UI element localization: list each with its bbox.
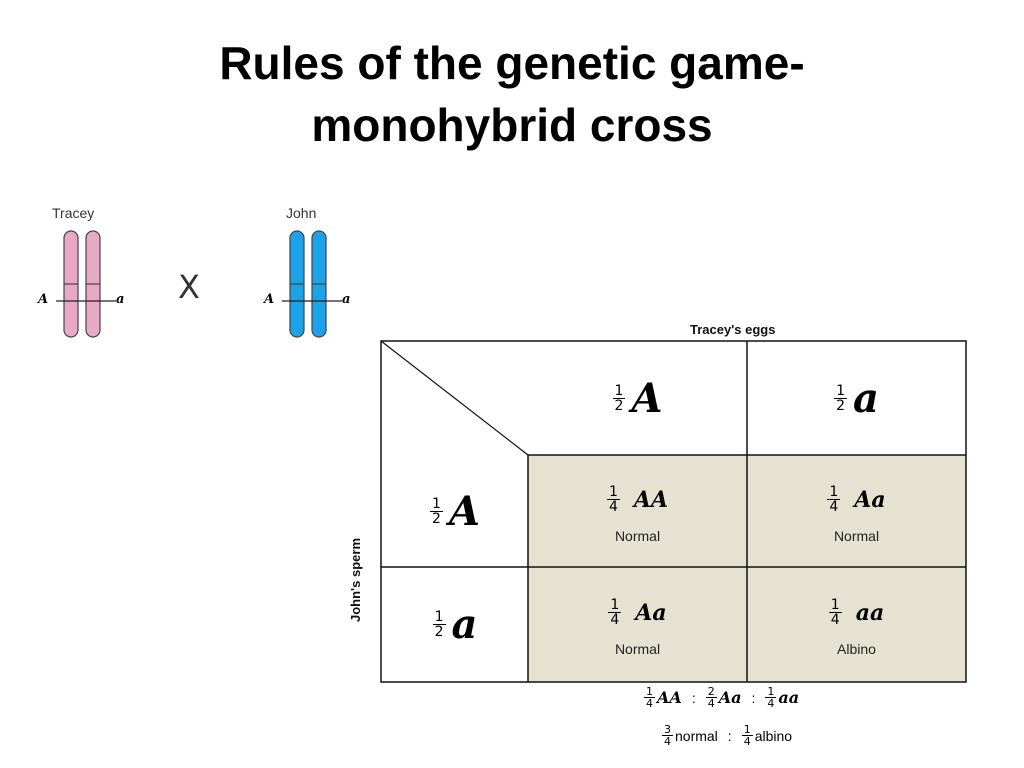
father-allele-left: A (264, 292, 275, 307)
genotype: Aa (854, 486, 886, 513)
cross-symbol: X (178, 268, 200, 306)
row-header-label: John's sperm (348, 537, 363, 622)
phenotype: Albino (837, 641, 876, 657)
genotype: AA (633, 486, 669, 513)
genotype: aa (855, 599, 885, 626)
father-chromosomes (282, 230, 342, 338)
mother-allele-left: A (38, 292, 49, 307)
title-line-2: monohybrid cross (311, 99, 713, 151)
phenotype: Normal (614, 641, 661, 657)
row-A-allele: A (448, 488, 480, 535)
father-chromosome-left (289, 230, 305, 338)
mother-allele-right: a (116, 292, 125, 307)
mother-chromosome-right (85, 230, 101, 338)
phenotype: Normal (833, 528, 880, 544)
col-header-label: Tracey's eggs (690, 322, 776, 337)
title-line-1: Rules of the genetic game- (219, 37, 805, 89)
slide-title: Rules of the genetic game- monohybrid cr… (112, 32, 912, 156)
corner-diagonal (380, 340, 529, 456)
col-A-allele: A (631, 375, 663, 422)
phenotype: Normal (614, 528, 661, 544)
grid-outer-border (380, 340, 967, 683)
genotype: Aa (635, 599, 667, 626)
col-a-allele: a (853, 375, 879, 422)
mother-chromosomes (56, 230, 116, 338)
mother-name: Tracey (52, 205, 95, 221)
father-chromosome-right (311, 230, 327, 338)
punnett-grid (380, 340, 967, 683)
row-a-allele: a (451, 601, 478, 648)
mother-chromosome-left (63, 230, 79, 338)
father-allele-right: a (342, 292, 351, 307)
father-name: John (286, 205, 317, 221)
